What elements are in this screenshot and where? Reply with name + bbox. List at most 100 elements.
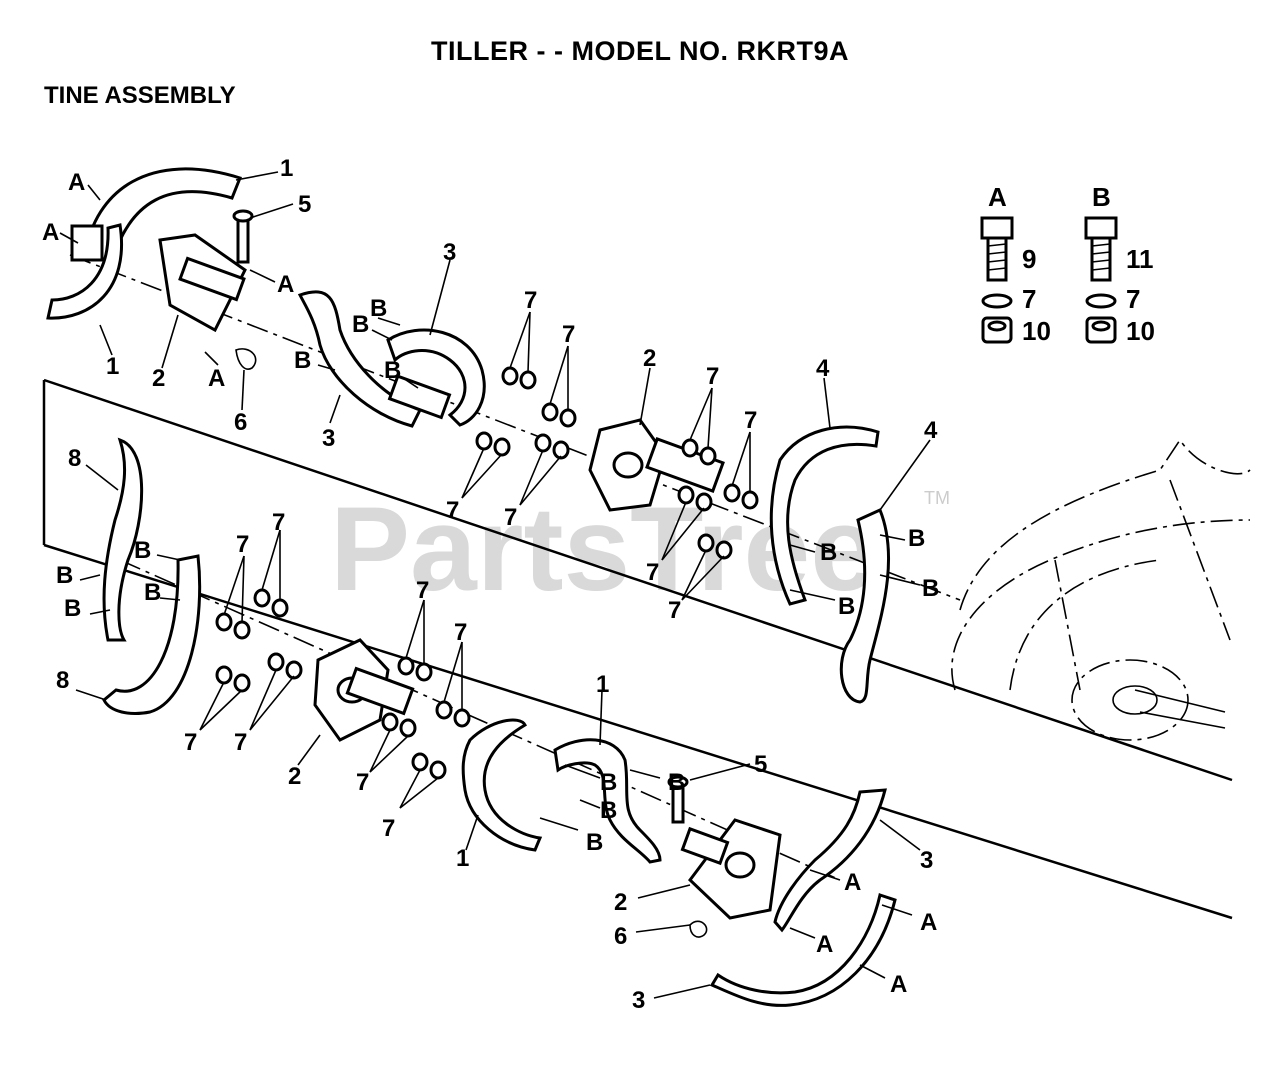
callout-7-i: 7: [236, 531, 249, 558]
callout-4-a: 4: [816, 355, 830, 382]
legend-letter-b: B: [1092, 182, 1111, 212]
callout-b-6: B: [908, 525, 925, 552]
callout-b-12: B: [64, 595, 81, 622]
callout-b-16: B: [586, 829, 603, 856]
tine-lower-right-1: [773, 788, 887, 933]
lower-shaft-centerline: [119, 559, 841, 881]
callout-1-c: 1: [596, 671, 609, 698]
hairpin-clip-upper: [235, 348, 257, 370]
callout-3-c: 3: [920, 847, 933, 874]
legend-nut-number-a: 10: [1022, 316, 1051, 346]
callout-7-n: 7: [454, 619, 467, 646]
legend-nut-hole-a: [987, 320, 1007, 332]
callout-8-b: 8: [56, 667, 69, 694]
callout-2-b: 2: [643, 345, 656, 372]
callout-2-d: 2: [614, 889, 627, 916]
callout-7-a: 7: [524, 287, 537, 314]
callout-a-7: A: [816, 931, 833, 958]
legend-bolt-head-a: [980, 216, 1014, 240]
callout-b-8: B: [838, 593, 855, 620]
diagram-title: TILLER - - MODEL NO. RKRT9A: [431, 36, 849, 66]
tine-upper-right-2: [839, 507, 891, 704]
callout-7-p: 7: [382, 815, 395, 842]
legend-nut-number-b: 10: [1126, 316, 1155, 346]
callout-1-a: 1: [280, 155, 293, 182]
callout-2-a: 2: [152, 365, 165, 392]
callout-6-a: 6: [234, 409, 247, 436]
callout-b-11: B: [144, 579, 161, 606]
callout-b-9: B: [134, 537, 151, 564]
hub-shaft-lower-right: [680, 826, 730, 866]
legend-nut-hole-b: [1091, 320, 1111, 332]
callout-6-b: 6: [614, 923, 627, 950]
callout-a-5: A: [844, 869, 861, 896]
callout-2-c: 2: [288, 763, 301, 790]
callout-a-3: A: [277, 271, 294, 298]
callout-b-5: B: [820, 539, 837, 566]
tine-upper-mid-1: [297, 290, 423, 428]
clevis-pin-head-lower: [667, 775, 689, 789]
transmission-housing: [951, 438, 1251, 741]
callout-5-b: 5: [754, 751, 767, 778]
callout-a-8: A: [890, 971, 907, 998]
hub-shaft-upper-left: [178, 256, 246, 302]
hardware-legend: A 9 7 10 B 11 7 10: [980, 182, 1155, 346]
tine-upper-mid-2: [386, 328, 486, 427]
legend-bolt-number-b: 11: [1126, 244, 1154, 274]
callout-7-g: 7: [646, 559, 659, 586]
hub-bore-upper-mid: [612, 451, 644, 479]
callout-b-15: B: [600, 797, 617, 824]
callout-b-1: B: [370, 295, 387, 322]
tine-upper-mid-plate: [387, 374, 452, 420]
tine-lower-left-1: [102, 437, 144, 642]
legend-washer-number-b: 7: [1126, 284, 1140, 314]
legend-bolt-head-b: [1084, 216, 1118, 240]
legend-washer-number-a: 7: [1022, 284, 1036, 314]
callout-a-4: A: [208, 365, 225, 392]
callout-7-e: 7: [706, 363, 719, 390]
leader-lines: [75, 171, 931, 999]
callout-7-j: 7: [272, 509, 285, 536]
callout-1-b: 1: [106, 353, 119, 380]
tine-upper-right-1: [769, 425, 880, 606]
tine-lower-left-2: [102, 554, 202, 715]
callout-7-b: 7: [562, 321, 575, 348]
callout-3-b: 3: [322, 425, 335, 452]
tine-upper-left-2: [46, 223, 123, 320]
callout-b-13: B: [600, 769, 617, 796]
tine-lower-mid-1: [461, 718, 543, 852]
callout-5-a: 5: [298, 191, 311, 218]
watermark-trademark: TM: [924, 488, 950, 508]
callout-7-l: 7: [234, 729, 247, 756]
callout-b-7: B: [922, 575, 939, 602]
callout-b-14: B: [668, 769, 685, 796]
callout-7-h: 7: [668, 597, 681, 624]
callout-3-d: 3: [632, 987, 645, 1014]
callout-b-10: B: [56, 562, 73, 589]
clevis-pin-head-upper: [232, 209, 254, 223]
callout-b-2: B: [352, 311, 369, 338]
hub-sleeve-lower-mid: [345, 666, 415, 716]
callout-8-a: 8: [68, 445, 81, 472]
tine-lower-right-2: [709, 893, 897, 1007]
callout-7-k: 7: [184, 729, 197, 756]
callout-7-c: 7: [446, 497, 459, 524]
callout-7-f: 7: [744, 407, 757, 434]
tine-lower-mid-2: [553, 738, 662, 864]
legend-lock-washer-a: [981, 293, 1013, 309]
frame-top-line: [43, 378, 1233, 782]
callout-1-d: 1: [456, 845, 469, 872]
callout-3-a: 3: [443, 239, 456, 266]
callout-a-6: A: [920, 909, 937, 936]
callout-7-m: 7: [416, 577, 429, 604]
tine-upper-left-1: [83, 167, 242, 264]
callout-a-1: A: [68, 169, 85, 196]
callout-4-b: 4: [924, 417, 938, 444]
section-title: TINE ASSEMBLY: [44, 82, 236, 109]
legend-letter-a: A: [988, 182, 1007, 212]
legend-bolt-number-a: 9: [1022, 244, 1036, 274]
callout-7-o: 7: [356, 769, 369, 796]
fastener-arrows: [59, 184, 921, 979]
hairpin-clip-lower: [689, 920, 708, 938]
